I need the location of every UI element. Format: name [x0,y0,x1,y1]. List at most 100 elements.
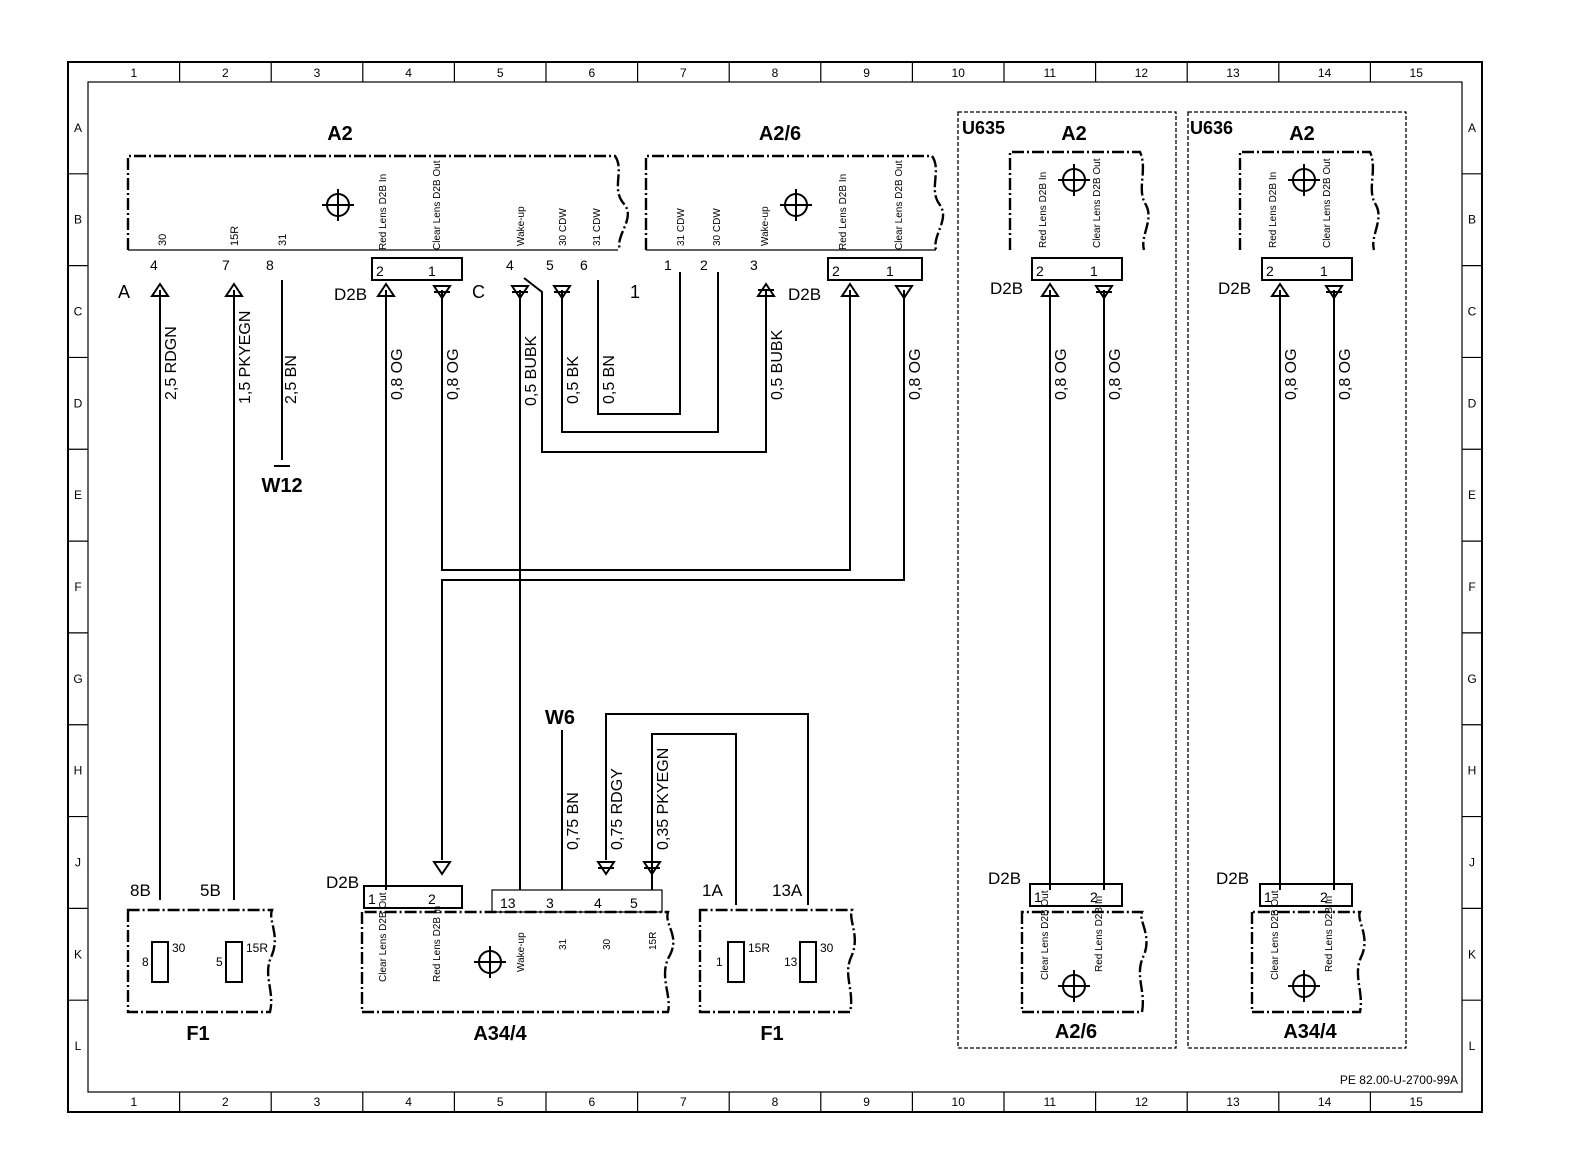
svg-text:2,5 RDGN: 2,5 RDGN [163,326,180,400]
a34-4-label: A34/4 [473,1023,527,1045]
pin-number: 2 [700,257,708,273]
pin-signal: Red Lens D2B In [838,174,849,250]
pin-number: 1 [368,891,376,907]
pin-signal: Clear Lens D2B Out [378,892,389,982]
d2b-label: D2B [788,285,821,304]
grid-column-label: 5 [497,66,504,80]
grid-column-label: 9 [863,66,870,80]
grid-row-label: H [74,764,83,778]
grid-column-label: 13 [1226,1095,1240,1109]
grid-column-label: 4 [405,66,412,80]
fuse-number: 5 [216,955,223,969]
pin-signal: Clear Lens D2B Out [1040,890,1051,980]
f1-left-label: F1 [186,1023,209,1045]
svg-text:0,8 OG: 0,8 OG [445,348,462,400]
pin-signal: Red Lens D2B In [1094,896,1105,972]
optical-icon [1288,970,1320,1002]
grid-column-label: 5 [497,1095,504,1109]
inner-frame [87,81,1463,1093]
grid-row-label: F [1468,580,1475,594]
optical-icon [780,189,812,221]
svg-text:1,5 PKYEGN: 1,5 PKYEGN [237,311,254,404]
pin-number: 7 [222,257,230,273]
svg-text:0,5 BN: 0,5 BN [601,355,618,404]
u636-a2-label: A2 [1289,123,1315,145]
f1-left-box [126,908,277,1014]
pin-number: 2 [1036,263,1044,279]
d2b-label: D2B [988,869,1021,888]
fuse-position: 1A [702,881,723,900]
svg-text:0,5 BK: 0,5 BK [565,356,582,404]
optical-icon [474,946,506,978]
grid-row-label: G [73,672,82,686]
connector-1: 1 [630,282,640,302]
u635-a2-label: A2 [1061,123,1087,145]
grid-column-label: 8 [772,1095,779,1109]
pin-number: 4 [594,895,602,911]
grid-column-label: 1 [130,1095,137,1109]
pin-number: 1 [1034,889,1042,905]
u636-box [1187,111,1407,1049]
pin-signal: Wake-up [760,206,771,246]
grid-column-label: 3 [314,66,321,80]
pin-signal: 31 [277,234,289,246]
pin-signal: Clear Lens D2B Out [1092,158,1103,248]
grid-row-label: J [75,855,81,869]
pin-number: 4 [506,257,514,273]
grid-column-label: 14 [1318,1095,1332,1109]
pin-number: 8 [266,257,274,273]
wires [159,272,1335,905]
u636-a34-4-label: A34/4 [1283,1021,1337,1043]
svg-text:0,75 RDGY: 0,75 RDGY [609,768,626,850]
pin-number: 5 [546,257,554,273]
grid-row-label: L [1469,1039,1476,1053]
a2-d2b-connector [371,257,463,281]
pin-signal: 15R [229,226,241,246]
grid-row-label: G [1467,672,1476,686]
pin-signal: Clear Lens D2B Out [1322,158,1333,248]
pin-signal: Red Lens D2B In [1324,896,1335,972]
grid-column-label: 9 [863,1095,870,1109]
svg-text:0,8 OG: 0,8 OG [1107,348,1124,400]
a2-box [126,154,629,251]
pin-signal: Clear Lens D2B Out [894,160,905,250]
ground-w6: W6 [545,707,575,729]
grid-row-label: K [1468,947,1476,961]
svg-text:0,35 PKYEGN: 0,35 PKYEGN [655,748,672,850]
pin-number: 4 [150,257,158,273]
pin-signal: 31 CDW [592,208,603,246]
pin-signal: Wake-up [516,932,527,972]
grid-column-label: 6 [588,66,595,80]
grid-column-label: 7 [680,66,687,80]
u635-a2-6-label: A2/6 [1055,1021,1097,1043]
a2-6-label: A2/6 [759,123,801,145]
wire-labels: 2,5 RDGN 1,5 PKYEGN 2,5 BN 0,8 OG 0,8 OG… [163,311,1354,850]
u635-box [957,111,1177,1049]
grid-column-label: 11 [1044,66,1057,80]
fuse-position: 13A [772,881,803,900]
pin-number: 1 [428,263,436,279]
grid-row-label: B [1468,213,1476,227]
d2b-label: D2B [326,873,359,892]
pin-signal: Red Lens D2B In [1038,172,1049,248]
pin-number: 1 [1320,263,1328,279]
grid-column-label: 14 [1318,66,1332,80]
d2b-label: D2B [334,285,367,304]
grid-row-label: H [1468,764,1477,778]
pin-number: 1 [1090,263,1098,279]
pin-signal: 31 [558,938,569,950]
svg-text:0,8 OG: 0,8 OG [389,348,406,400]
grid-column-label: 2 [222,66,229,80]
optical-icon [1058,970,1090,1002]
a2-6-d2b-connector [827,257,923,281]
f1-right-label: F1 [760,1023,783,1045]
grid-column-label: 3 [314,1095,321,1109]
pin-signal: Red Lens D2B In [432,906,443,982]
fuse-signal: 30 [820,941,834,955]
svg-text:0,5 BUBK: 0,5 BUBK [523,335,540,406]
a2-label: A2 [327,123,353,145]
pin-signal: Red Lens D2B In [378,174,389,250]
